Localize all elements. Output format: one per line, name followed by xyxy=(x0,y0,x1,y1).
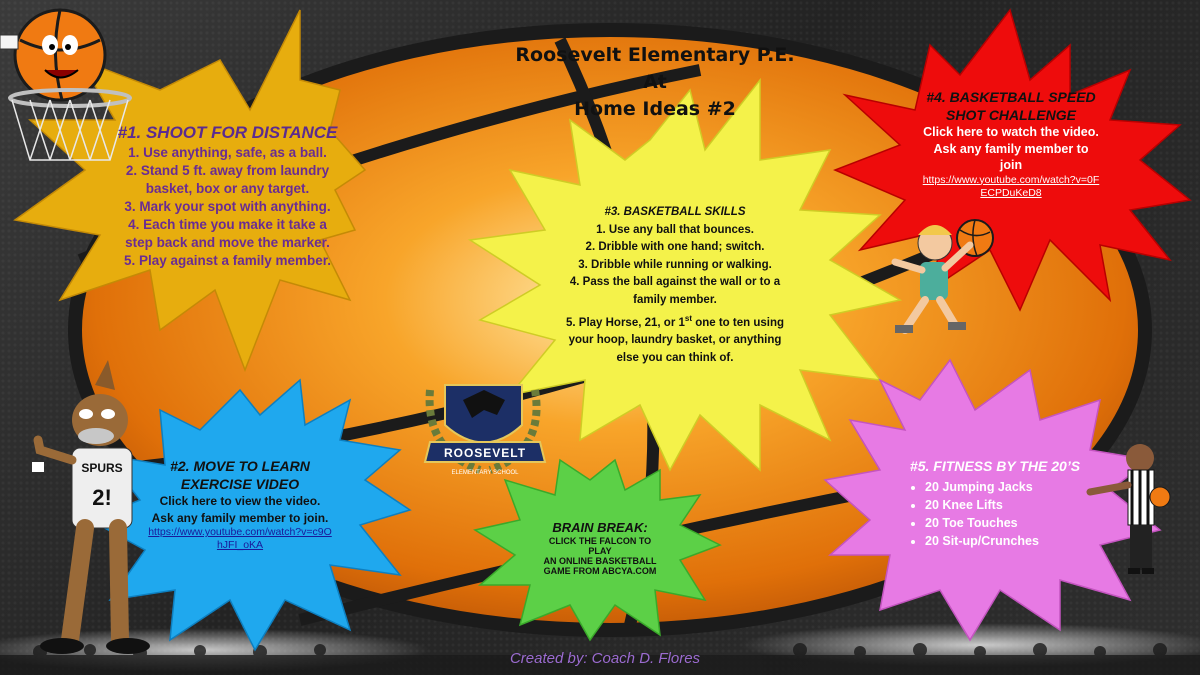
box3-item5-pre: 5. Play Horse, 21, or 1 xyxy=(565,316,685,329)
box4-line-2: Ask any family member to xyxy=(933,141,1089,156)
box1-line: 2. Stand 5 ft. away from laundry xyxy=(125,163,330,178)
brain-break-heading: BRAIN BREAK: xyxy=(552,520,648,535)
basketball-hoop-icon xyxy=(0,8,132,161)
box4-video-link[interactable]: https://www.youtube.com/watch?v=0F ECPDu… xyxy=(908,174,1114,200)
credit-text: Created by: Coach D. Flores xyxy=(509,650,701,667)
box1-heading: #1. SHOOT FOR DISTANCE xyxy=(117,123,338,142)
box4-link-line-1: https://www.youtube.com/watch?v=0F xyxy=(922,173,1100,186)
box3-line: else you can think of. xyxy=(616,351,734,364)
box3-line: 3. Dribble while running or walking. xyxy=(578,258,772,271)
box2-line-2: Ask any family member to join. xyxy=(151,510,329,525)
list-item: 20 Toe Touches xyxy=(925,514,1085,532)
brain-break-starburst xyxy=(473,458,722,642)
brain-break-line: GAME FROM ABCYA.COM xyxy=(543,566,657,576)
logo-subtext: ELEMENTARY SCHOOL xyxy=(451,470,519,476)
title-line-1: Roosevelt Elementary P.E. At xyxy=(515,44,795,93)
box4-heading-line-1: #4. BASKETBALL SPEED xyxy=(926,89,1096,105)
box3-item5-sup: st xyxy=(684,313,693,323)
logo-text: ROOSEVELT xyxy=(444,446,526,460)
box4-link-line-2: ECPDuKeD8 xyxy=(980,186,1042,199)
box3-item5: 5. Play Horse, 21, or 1st one to ten usi… xyxy=(545,310,805,332)
box2-video-link[interactable]: https://www.youtube.com/watch?v=c9O hJFI… xyxy=(140,526,340,552)
shoot-for-distance-box: #1. SHOOT FOR DISTANCE 1. Use anything, … xyxy=(95,122,360,270)
box3-line: your hoop, laundry basket, or anything xyxy=(568,333,782,346)
box3-line: family member. xyxy=(633,293,717,306)
box3-line: 1. Use any ball that bounces. xyxy=(596,223,754,236)
box1-line: basket, box or any target. xyxy=(145,181,310,196)
referee-icon xyxy=(1086,444,1171,574)
coyote-mascot-icon: SPURS 2! xyxy=(32,360,150,654)
list-item: 20 Knee Lifts xyxy=(925,496,1085,514)
basketball-skills-box: #3. BASKETBALL SKILLS 1. Use any ball th… xyxy=(545,204,805,367)
box1-line: 4. Each time you make it take a xyxy=(128,217,327,232)
box5-starburst xyxy=(823,358,1162,642)
box3-line: 4. Pass the ball against the wall or to … xyxy=(569,276,781,289)
list-item: 20 Jumping Jacks xyxy=(925,478,1085,496)
box1-starburst xyxy=(13,9,367,373)
box4-line-3: join xyxy=(999,158,1023,172)
box3-line: 2. Dribble with one hand; switch. xyxy=(585,241,765,254)
brain-break-line: AN ONLINE BASKETBALL xyxy=(543,556,657,566)
title-line-2: Home Ideas #2 xyxy=(574,98,736,120)
box1-line: 3. Mark your spot with anything. xyxy=(124,199,331,214)
mascot-jersey-number: 2! xyxy=(92,485,112,510)
brain-break-line: CLICK THE FALCON TO PLAY xyxy=(548,536,652,556)
box1-line: step back and move the marker. xyxy=(125,235,330,250)
box1-line: 5. Play against a family member. xyxy=(123,253,332,268)
box3-item5-post: one to ten using xyxy=(692,316,785,329)
box2-heading-line-2: EXERCISE VIDEO xyxy=(180,476,300,492)
move-to-learn-box: #2. MOVE TO LEARN EXERCISE VIDEO Click h… xyxy=(140,457,340,552)
box1-line: 1. Use anything, safe, as a ball. xyxy=(128,145,327,160)
brain-break-box: BRAIN BREAK: CLICK THE FALCON TO PLAY AN… xyxy=(540,520,660,576)
list-item: 20 Sit-up/Crunches xyxy=(925,532,1085,550)
box3-heading: #3. BASKETBALL SKILLS xyxy=(604,206,746,218)
speed-shot-challenge-box: #4. BASKETBALL SPEED SHOT CHALLENGE Clic… xyxy=(908,88,1114,200)
mascot-jersey-text: SPURS xyxy=(81,461,122,475)
box5-list: 20 Jumping Jacks 20 Knee Lifts 20 Toe To… xyxy=(905,478,1085,550)
page-title: Roosevelt Elementary P.E. At Home Ideas … xyxy=(510,42,800,123)
box3-starburst xyxy=(467,77,903,472)
falcon-logo-icon[interactable]: ROOSEVELT ELEMENTARY SCHOOL xyxy=(423,384,547,476)
box4-heading-line-2: SHOT CHALLENGE xyxy=(946,107,1076,123)
fitness-by-20s-box: #5. FITNESS BY THE 20’S 20 Jumping Jacks… xyxy=(905,456,1085,550)
box2-link-line-1: https://www.youtube.com/watch?v=c9O xyxy=(148,526,332,538)
box2-link-line-2: hJFI_oKA xyxy=(216,539,264,551)
box5-heading: #5. FITNESS BY THE 20’S xyxy=(909,458,1081,474)
box4-line-1: Click here to watch the video. xyxy=(923,125,1099,139)
box2-heading-line-1: #2. MOVE TO LEARN xyxy=(170,458,310,474)
crowd-silhouette xyxy=(0,643,1200,675)
player-shooting-icon xyxy=(891,219,994,334)
box2-line-1: Click here to view the video. xyxy=(159,494,321,508)
